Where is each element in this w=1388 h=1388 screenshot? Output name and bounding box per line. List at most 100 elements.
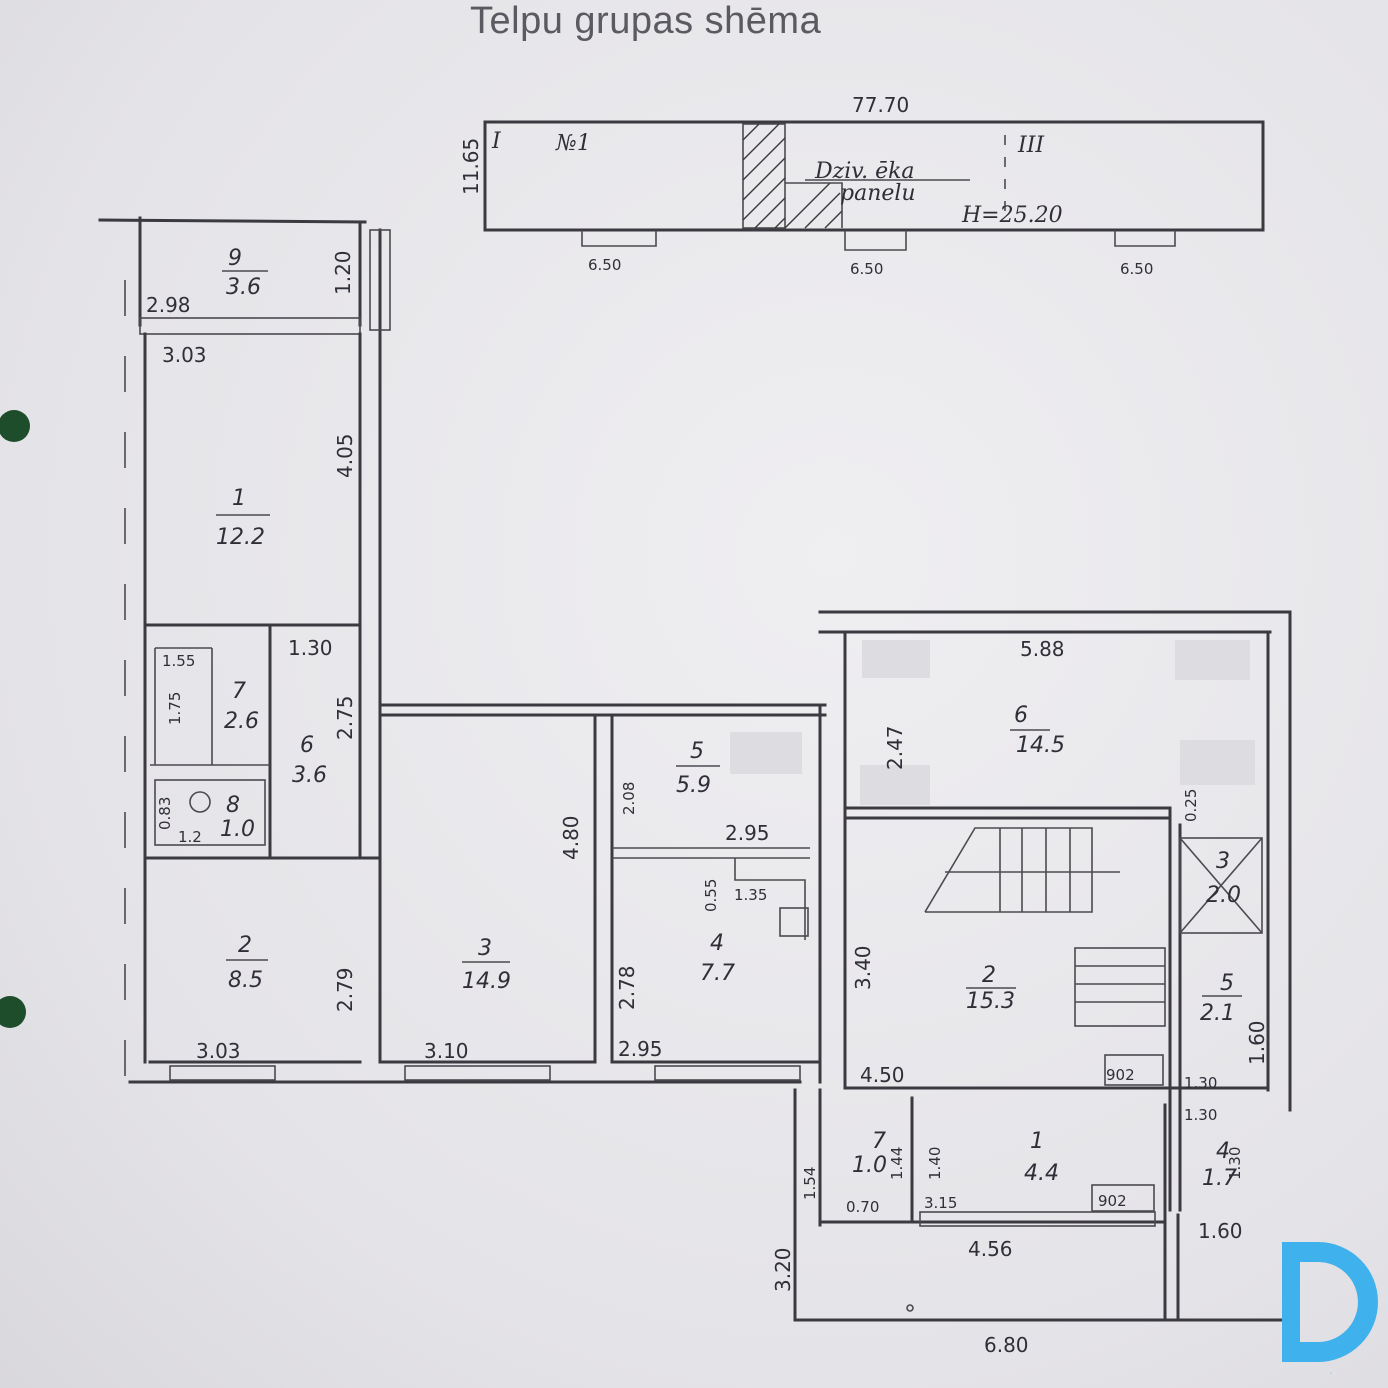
room-6-area: 3.6 bbox=[292, 763, 327, 788]
dim-2-98: 2.98 bbox=[146, 293, 191, 317]
dim-2-47: 2.47 bbox=[883, 725, 907, 770]
stairwell-plan: 6 14.5 2 15.3 3 2.0 5 2.1 7 1.0 1 4.4 4 … bbox=[730, 610, 1292, 1357]
dim-2-95-bottom: 2.95 bbox=[618, 1037, 663, 1061]
stair-room-5-area: 2.1 bbox=[1200, 1001, 1235, 1026]
dim-2-79: 2.79 bbox=[333, 967, 357, 1012]
room-9-area: 3.6 bbox=[226, 275, 261, 300]
room-5-area: 5.9 bbox=[676, 773, 711, 798]
stair-room-2-number: 2 bbox=[982, 963, 996, 988]
dim-1-30-c: 1.30 bbox=[1226, 1147, 1244, 1180]
dim-3-03-top: 3.03 bbox=[162, 343, 207, 367]
entrance-1-width: 6.50 bbox=[588, 256, 621, 274]
dim-3-40: 3.40 bbox=[851, 945, 875, 990]
dim-1-55: 1.55 bbox=[162, 652, 195, 670]
stair-room-7-area: 1.0 bbox=[852, 1153, 887, 1178]
room-3-area: 14.9 bbox=[462, 969, 511, 994]
room-9-number: 9 bbox=[228, 246, 242, 271]
logo-d-shape bbox=[1282, 1242, 1378, 1362]
dim-4-80: 4.80 bbox=[559, 815, 583, 860]
dim-1-30: 1.30 bbox=[288, 636, 333, 660]
entrance-2-width: 6.50 bbox=[850, 260, 883, 278]
stair-room-5-number: 5 bbox=[1220, 971, 1234, 996]
redacted-patch-2 bbox=[1175, 640, 1250, 680]
dim-902-bottom: 902 bbox=[1098, 1192, 1127, 1210]
site-plan: 77.70 11.65 I №1 III Dziv. ēka panelu H=… bbox=[459, 93, 1265, 278]
binder-hole-bottom bbox=[0, 996, 26, 1028]
room-8-area: 1.0 bbox=[220, 817, 255, 842]
dim-1-60-a: 1.60 bbox=[1245, 1020, 1269, 1065]
stair-room-2-area: 15.3 bbox=[966, 989, 1015, 1014]
entrance-3-width: 6.50 bbox=[1120, 260, 1153, 278]
dim-0-83: 0.83 bbox=[156, 797, 174, 830]
dim-1-60-b: 1.60 bbox=[1198, 1219, 1243, 1243]
dim-4-50: 4.50 bbox=[860, 1063, 905, 1087]
dim-1-35: 1.35 bbox=[734, 886, 767, 904]
room-3-number: 3 bbox=[478, 936, 492, 961]
stair-room-3-area: 2.0 bbox=[1206, 883, 1241, 908]
dim-1-54: 1.54 bbox=[801, 1167, 819, 1200]
room-6-number: 6 bbox=[300, 733, 314, 758]
section-i: I bbox=[491, 129, 502, 154]
stair-room-4-number: 4 bbox=[1216, 1139, 1230, 1164]
stair-room-4-area: 1.7 bbox=[1202, 1166, 1237, 1191]
redacted-patch-1 bbox=[862, 640, 930, 678]
dim-3-03-bottom: 3.03 bbox=[196, 1039, 241, 1063]
dim-4-05: 4.05 bbox=[333, 433, 357, 478]
dim-1-40: 1.40 bbox=[926, 1147, 944, 1180]
dim-3-10: 3.10 bbox=[424, 1039, 469, 1063]
binder-hole-top bbox=[0, 410, 30, 442]
dim-5-88: 5.88 bbox=[1020, 637, 1065, 661]
building-label-2: panelu bbox=[840, 181, 916, 206]
redacted-patch-5 bbox=[860, 765, 930, 805]
dim-0-55: 0.55 bbox=[702, 879, 720, 912]
dim-0-25: 0.25 bbox=[1182, 789, 1200, 822]
dim-1-20: 1.20 bbox=[331, 250, 355, 295]
section-iii: III bbox=[1017, 133, 1045, 158]
room-7-area: 2.6 bbox=[224, 709, 259, 734]
dim-2-95-mid: 2.95 bbox=[725, 821, 770, 845]
dim-1-30-a: 1.30 bbox=[1184, 1074, 1217, 1092]
stair-room-1-area: 4.4 bbox=[1024, 1161, 1059, 1186]
room-5-number: 5 bbox=[690, 739, 704, 764]
room-2-area: 8.5 bbox=[228, 968, 263, 993]
stair-room-1-number: 1 bbox=[1030, 1129, 1044, 1154]
logo-letter: D bbox=[1330, 1373, 1332, 1375]
dim-2-75: 2.75 bbox=[333, 695, 357, 740]
building-number: №1 bbox=[555, 131, 591, 156]
site-width: 11.65 bbox=[459, 138, 483, 195]
room-4-area: 7.7 bbox=[700, 961, 735, 986]
dim-2-78: 2.78 bbox=[615, 965, 639, 1010]
dim-4-56: 4.56 bbox=[968, 1237, 1013, 1261]
room-4-number: 4 bbox=[710, 931, 724, 956]
building-height: H=25.20 bbox=[961, 203, 1063, 228]
site-length: 77.70 bbox=[852, 93, 909, 117]
room-1-area: 12.2 bbox=[216, 525, 265, 550]
stair-room-3-number: 3 bbox=[1216, 849, 1230, 874]
stair-room-7-number: 7 bbox=[872, 1129, 886, 1154]
room-7-number: 7 bbox=[232, 679, 246, 704]
redacted-patch-3 bbox=[730, 732, 802, 774]
page-title: Telpu grupas shēma bbox=[470, 0, 822, 42]
dim-3-20: 3.20 bbox=[771, 1247, 795, 1292]
hatched-block bbox=[742, 123, 786, 229]
apartment-plan: 9 3.6 1 12.2 7 2.6 6 3.6 8 1.0 2 8.5 3 1… bbox=[98, 216, 827, 1084]
dim-1-30-b: 1.30 bbox=[1184, 1106, 1217, 1124]
building-label-1: Dziv. ēka bbox=[814, 159, 915, 184]
building-outline bbox=[483, 120, 1265, 232]
brand-logo: D bbox=[1282, 1242, 1378, 1375]
room-8-number: 8 bbox=[226, 793, 240, 818]
stair-room-6-number: 6 bbox=[1014, 703, 1028, 728]
dim-1-44: 1.44 bbox=[888, 1147, 906, 1180]
dim-1-75: 1.75 bbox=[166, 692, 184, 725]
dim-3-15: 3.15 bbox=[924, 1194, 957, 1212]
dim-2-08: 2.08 bbox=[620, 782, 638, 815]
dim-1-2: 1.2 bbox=[178, 828, 202, 846]
redacted-patch-4 bbox=[1180, 740, 1255, 785]
dim-6-80: 6.80 bbox=[984, 1333, 1029, 1357]
room-1-number: 1 bbox=[232, 486, 246, 511]
stair-room-6-area: 14.5 bbox=[1016, 733, 1065, 758]
room-2-number: 2 bbox=[238, 933, 252, 958]
dim-0-70: 0.70 bbox=[846, 1198, 879, 1216]
dim-902-top: 902 bbox=[1106, 1066, 1135, 1084]
